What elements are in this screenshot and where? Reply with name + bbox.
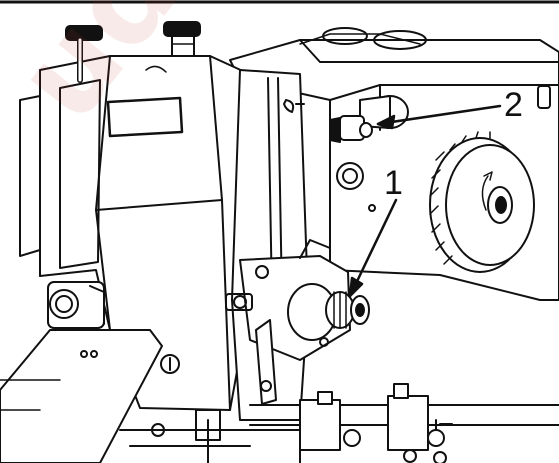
- machine-head: [19, 55, 251, 411]
- thread-tension-assembly: [225, 239, 370, 405]
- knee-plate: [0, 329, 163, 463]
- arm-screw: [368, 204, 376, 212]
- leader-line-2: [376, 104, 502, 126]
- needle-area: [151, 354, 221, 463]
- arm-hole: [336, 162, 364, 190]
- arm-hole-inner: [342, 168, 358, 184]
- callout-label-1: 1: [384, 164, 403, 202]
- callout-label-2: 2: [504, 86, 523, 124]
- top-thumbscrews: [65, 21, 201, 83]
- leader-arrow-2: [376, 114, 396, 130]
- leader-arrow-1: [348, 276, 364, 298]
- handwheel: [429, 131, 535, 273]
- side-lever: [47, 281, 105, 329]
- machine-bed: [0, 379, 559, 463]
- callout-leaders: [348, 104, 502, 298]
